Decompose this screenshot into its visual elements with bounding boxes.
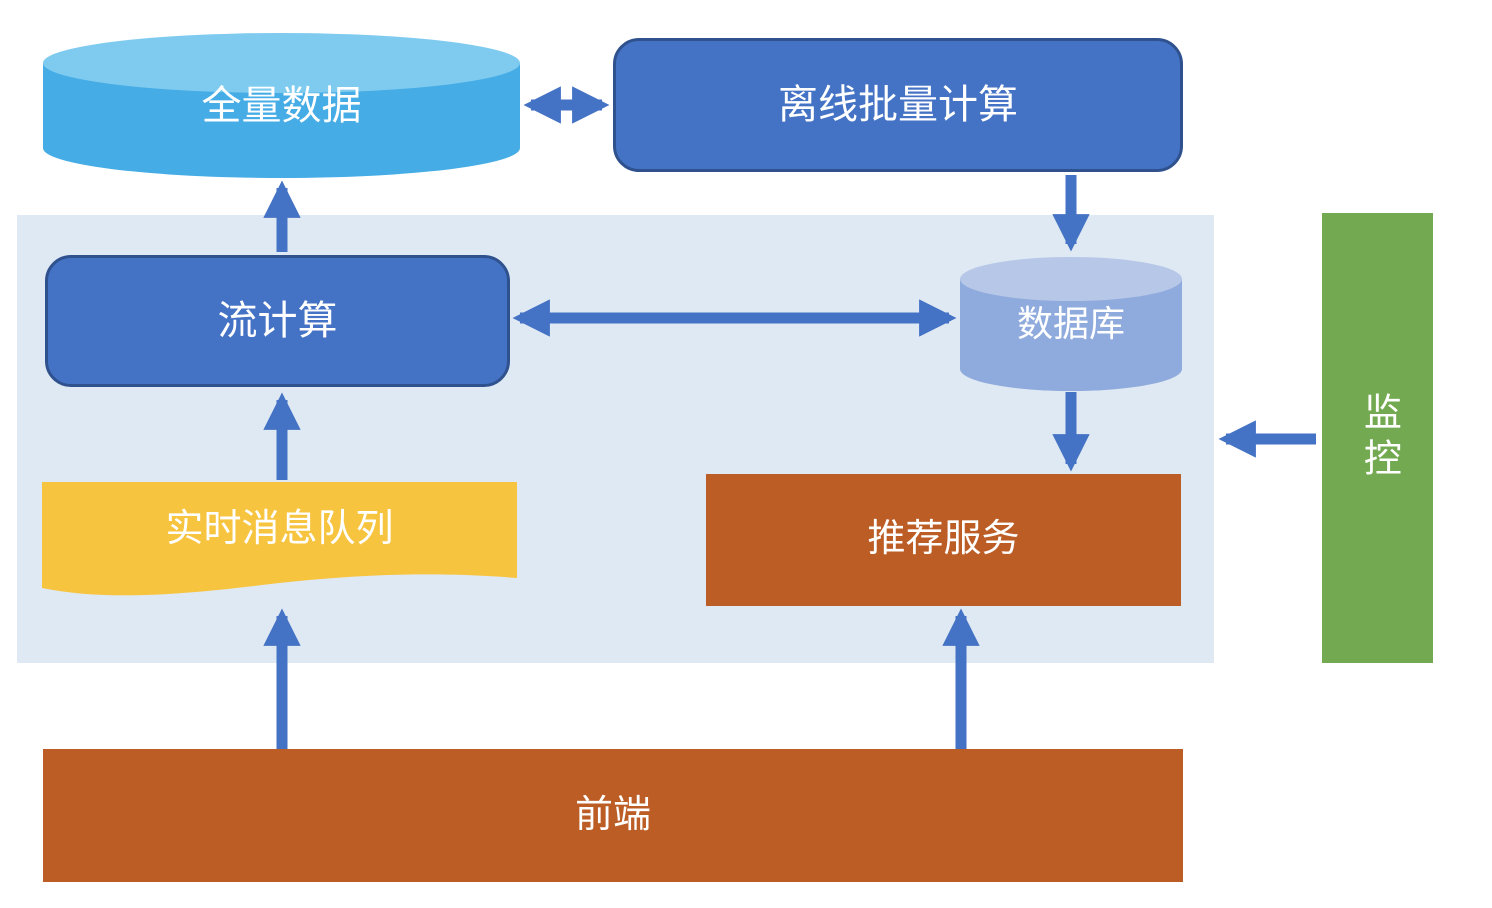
offline-batch-label: 离线批量计算 [778,83,1018,127]
node-database: 数据库 [960,257,1182,391]
realtime-queue-label: 实时消息队列 [165,508,394,550]
recommend-service-label: 推荐服务 [867,518,1020,561]
node-monitoring: 监控 [1322,213,1433,663]
frontend-label: 前端 [574,793,651,836]
stream-compute-label: 流计算 [217,299,338,343]
node-frontend: 前端 [43,749,1183,882]
realtime-queue-wave-shape [42,482,517,596]
full-data-cylinder-shape [43,33,520,178]
node-stream-compute: 流计算 [45,255,510,387]
database-label: 数据库 [1016,303,1125,345]
node-offline-batch: 离线批量计算 [613,38,1183,172]
full-data-label: 全量数据 [201,83,362,128]
node-recommend-service: 推荐服务 [706,474,1181,606]
node-realtime-queue: 实时消息队列 [42,482,517,604]
monitoring-label: 监控 [1357,392,1400,484]
database-cylinder-shape [960,257,1182,391]
node-full-data: 全量数据 [43,33,520,178]
